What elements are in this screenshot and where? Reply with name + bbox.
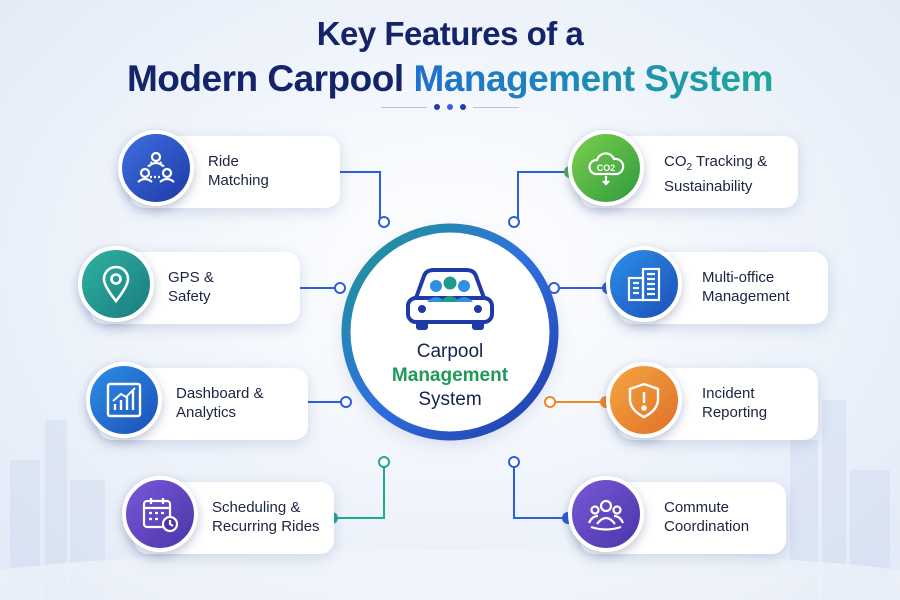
feature-card-incident-reporting: Incident Reporting xyxy=(606,362,818,440)
title-line-1: Key Features of a xyxy=(316,15,584,52)
title: Key Features of a Modern Carpool Managem… xyxy=(0,14,900,102)
hub-label-line-2: Management xyxy=(391,365,509,386)
shield-alert-icon xyxy=(606,362,682,438)
feature-card-gps-safety: GPS & Safety xyxy=(78,246,300,324)
feature-label: CO2 Tracking & Sustainability xyxy=(664,152,767,196)
divider-dot xyxy=(447,104,453,110)
bar-chart-icon xyxy=(86,362,162,438)
title-line-2-accent: Management System xyxy=(413,58,774,99)
title-divider xyxy=(0,104,900,110)
connector-node xyxy=(334,282,346,294)
hub-ring xyxy=(341,223,559,441)
title-line-2: Modern Carpool Management System xyxy=(0,56,900,102)
feature-label-line-1: GPS & xyxy=(168,269,214,286)
feature-label-line-1: CO2 Tracking & xyxy=(664,153,768,173)
hub-circle xyxy=(348,230,552,434)
feature-label-line-2: Management xyxy=(702,288,790,305)
connector-node xyxy=(508,456,520,468)
feature-label: Incident Reporting xyxy=(702,384,767,422)
feature-label-line-2: Sustainability xyxy=(664,178,753,195)
feature-label: Dashboard & Analytics xyxy=(176,384,264,422)
hub-label: Carpool Management System xyxy=(348,340,552,412)
feature-label-line-1: Incident xyxy=(702,385,755,402)
connector-node xyxy=(340,396,352,408)
feature-label-line-1: Commute xyxy=(664,499,730,516)
feature-label-line-1: Ride xyxy=(208,153,239,170)
feature-label-line-2: Coordination xyxy=(664,518,750,535)
feature-label-line-1: Scheduling & xyxy=(212,499,301,516)
feature-label-line-2: Reporting xyxy=(702,404,768,421)
feature-label-line-2: Safety xyxy=(168,288,211,305)
connector-node xyxy=(378,216,390,228)
hub-label-line-3: System xyxy=(418,389,482,410)
car-passengers-icon xyxy=(406,268,494,330)
feature-label-line-2: Recurring Rides xyxy=(212,518,320,535)
calendar-clock-icon xyxy=(122,476,198,552)
divider-dot xyxy=(434,104,440,110)
co2-icon-text: CO2 xyxy=(597,163,616,173)
city-skyline-backdrop xyxy=(0,400,900,600)
feature-card-multi-office: Multi-office Management xyxy=(606,246,828,324)
connector-node xyxy=(544,396,556,408)
connector-node xyxy=(378,456,390,468)
feature-label-line-2: Matching xyxy=(208,172,269,189)
feature-label: Commute Coordination xyxy=(664,498,749,536)
feature-label: GPS & Safety xyxy=(168,268,214,306)
divider-dot xyxy=(460,104,466,110)
feature-label: Multi-office Management xyxy=(702,268,790,306)
feature-card-commute-coordination: Commute Coordination xyxy=(568,476,786,554)
feature-card-scheduling: Scheduling & Recurring Rides xyxy=(122,476,334,554)
feature-label-line-1: Multi-office xyxy=(702,269,775,286)
buildings-icon xyxy=(606,246,682,322)
connector-commute xyxy=(513,462,568,519)
people-network-icon xyxy=(118,130,194,206)
divider-line-right xyxy=(473,106,519,108)
feature-label-line-1: Dashboard & xyxy=(176,385,264,402)
connector-scheduling xyxy=(332,462,385,519)
map-pin-icon xyxy=(78,246,154,322)
connector-co2 xyxy=(510,171,570,223)
feature-card-co2-tracking: CO2 CO2 Tracking & Sustainability xyxy=(568,130,798,208)
team-icon xyxy=(568,476,644,552)
feature-label: Ride Matching xyxy=(208,152,269,190)
feature-label: Scheduling & Recurring Rides xyxy=(212,498,320,536)
feature-card-ride-matching: Ride Matching xyxy=(118,130,340,208)
title-line-2-part-1: Modern Carpool xyxy=(126,58,414,99)
feature-label-line-2: Analytics xyxy=(176,404,237,421)
feature-card-dashboard-analytics: Dashboard & Analytics xyxy=(86,362,308,440)
divider-line-left xyxy=(381,106,427,108)
co2-cloud-icon: CO2 xyxy=(568,130,644,206)
connector-node xyxy=(508,216,520,228)
hub-label-line-1: Carpool xyxy=(416,341,484,362)
